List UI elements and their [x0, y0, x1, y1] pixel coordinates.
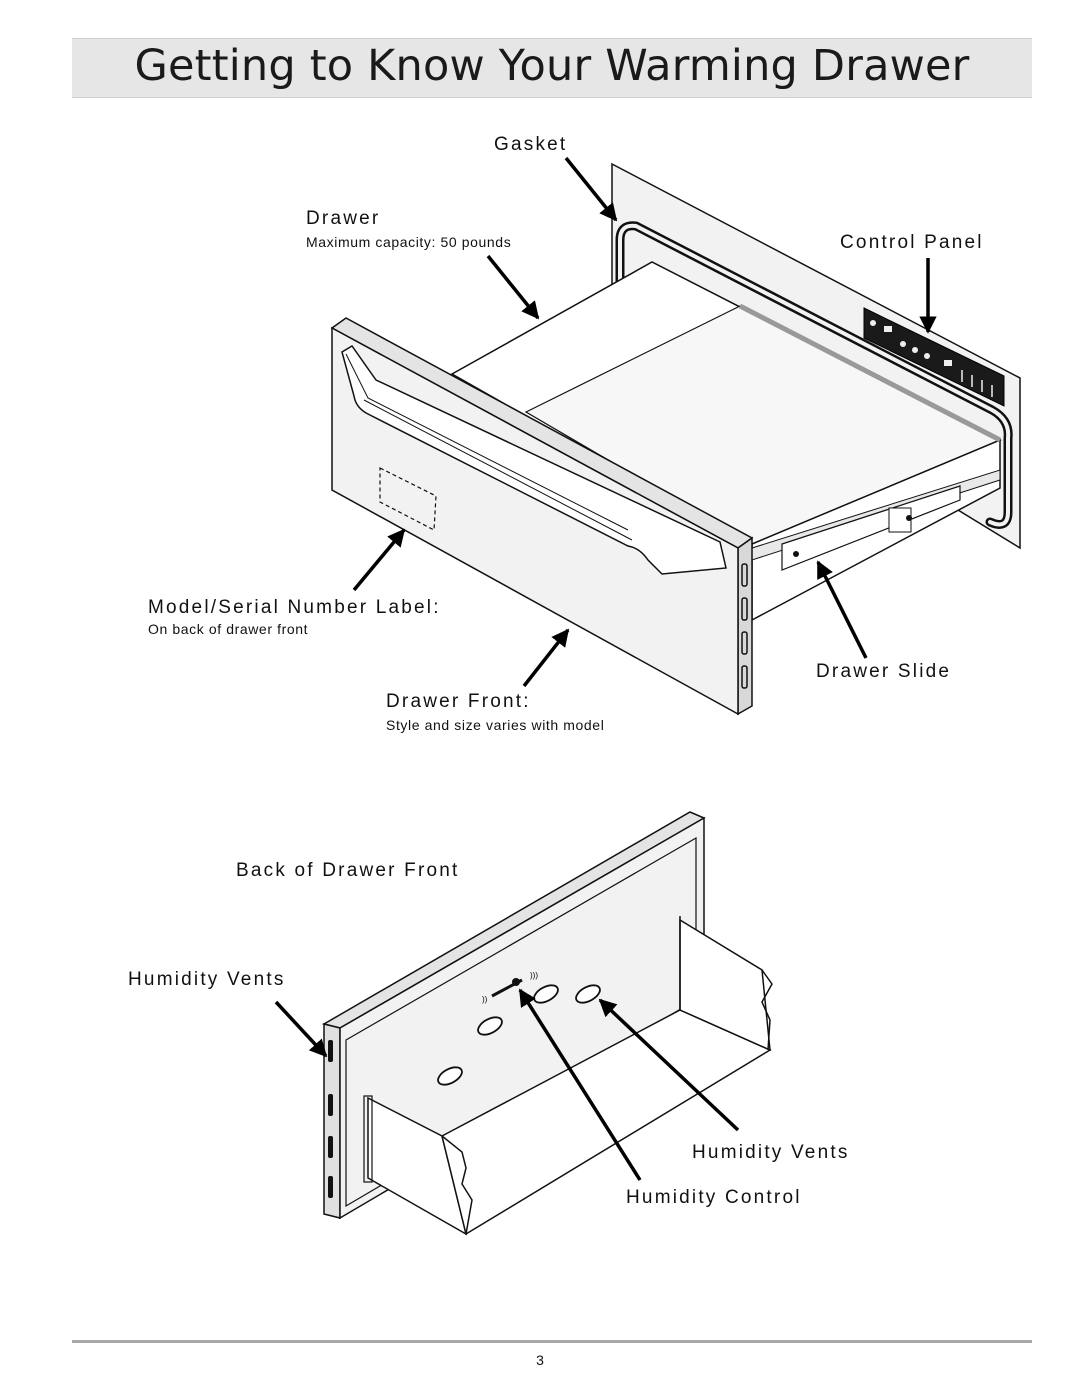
drawer-handle — [341, 344, 727, 575]
page-title: Getting to Know Your Warming Drawer — [134, 41, 970, 91]
title-bar: Getting to Know Your Warming Drawer — [72, 38, 1032, 98]
control-panel-label: Control Panel — [840, 232, 984, 253]
drawer-note: Maximum capacity: 50 pounds — [306, 234, 512, 250]
drawer-front-label: Drawer Front: — [386, 691, 531, 712]
humidity-vents-right-label: Humidity Vents — [692, 1142, 850, 1163]
humidity-control-arrow — [518, 988, 642, 1181]
model-serial-note: On back of drawer front — [148, 621, 309, 637]
humidity-vents-left-arrow — [274, 1000, 328, 1058]
model-serial-label: Model/Serial Number Label: — [148, 597, 441, 618]
drawer-slide — [751, 469, 1001, 571]
drawer-slide-label: Drawer Slide — [816, 661, 952, 682]
drawer-slide-arrow — [816, 560, 868, 659]
humidity-vents-right-arrow — [598, 998, 740, 1132]
page-number: 3 — [536, 1352, 544, 1368]
model-label-arrow — [352, 528, 406, 592]
humidity-control-label: Humidity Control — [626, 1187, 802, 1208]
back-of-drawer-front-label: Back of Drawer Front — [236, 860, 460, 881]
humidity-vents-left-label: Humidity Vents — [128, 969, 286, 990]
humidity-vent — [437, 984, 601, 1086]
gasket — [615, 221, 1013, 529]
footer-rule — [72, 1340, 1032, 1343]
drawer-box-cutaway — [363, 916, 773, 1236]
svg-text:))): ))) — [530, 971, 538, 980]
drawer-front-note: Style and size varies with model — [386, 717, 605, 733]
drawer-label: Drawer — [306, 208, 381, 229]
control-panel — [863, 307, 1005, 407]
gasket-arrow — [564, 156, 618, 222]
back-of-drawer-front-panel — [322, 811, 706, 1220]
drawer-front-arrow — [522, 628, 570, 688]
svg-text:)): )) — [482, 995, 488, 1004]
humidity-control: )) ))) — [482, 971, 538, 1004]
gasket-label: Gasket — [494, 134, 568, 155]
drawer-arrow — [486, 254, 540, 320]
